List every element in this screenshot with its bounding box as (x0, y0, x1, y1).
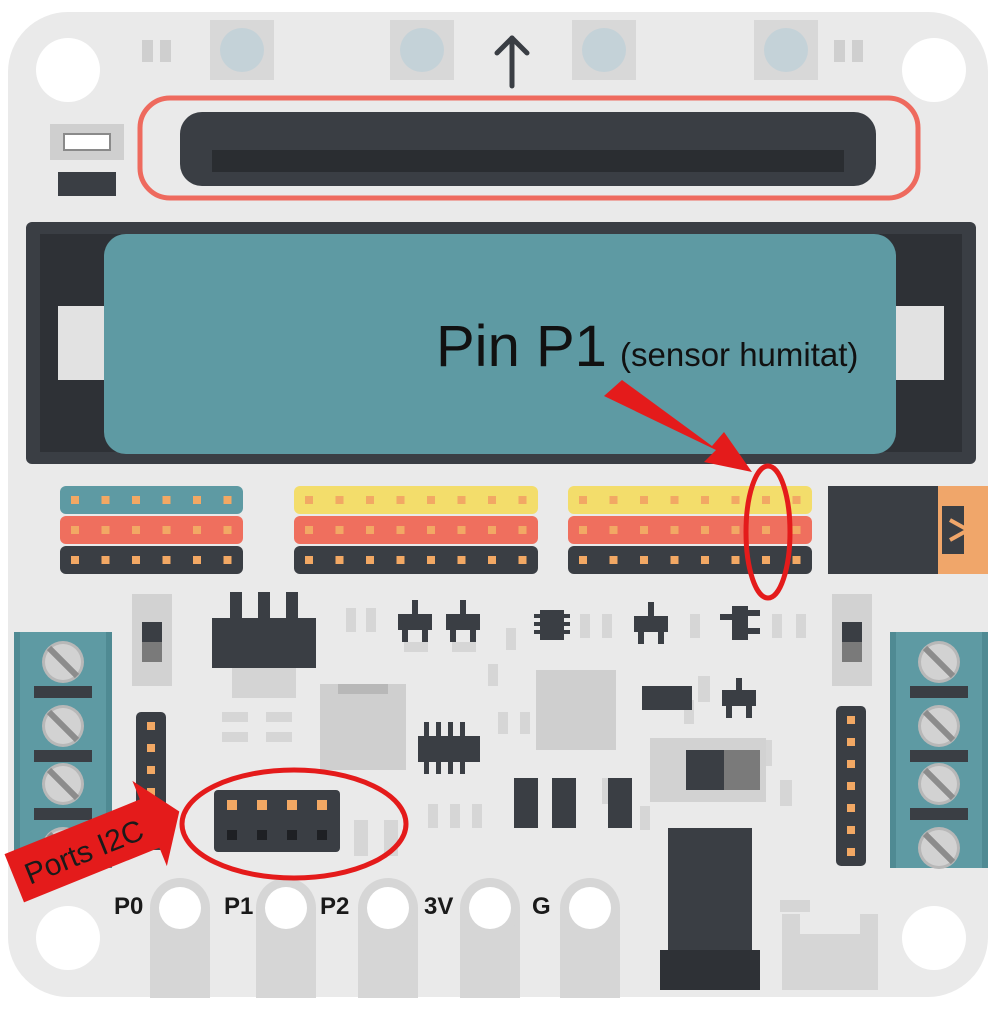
pad-label-p0: P0 (114, 893, 143, 920)
pin-subtitle: (sensor humitat) (620, 336, 858, 373)
pad-label-g: G (532, 893, 551, 920)
dc-jack (660, 828, 760, 990)
screw-terminal-icon (42, 705, 84, 747)
screw-terminal-icon (42, 763, 84, 805)
screw-terminal-icon (918, 763, 960, 805)
pad-label-p2: P2 (320, 893, 349, 920)
inductor (320, 684, 406, 770)
ic-chip (418, 722, 480, 774)
screw-terminal-icon (918, 827, 960, 869)
transistors (398, 600, 760, 718)
screw-terminal-icon (42, 641, 84, 683)
voltage-regulator (212, 592, 316, 698)
battery-holder (26, 222, 976, 464)
right-connector (782, 914, 878, 990)
pin-headers (60, 486, 812, 574)
screw-terminals (14, 632, 988, 869)
header-row-mid-0 (294, 486, 538, 514)
bottom-pad-0 (150, 878, 210, 998)
header-row-right-1 (568, 516, 812, 544)
reset-button (50, 124, 124, 196)
power-switch (650, 738, 766, 802)
header-row-right-2 (568, 546, 812, 574)
header-row-left-2 (60, 546, 243, 574)
i2c-highlight (179, 767, 409, 881)
pin-title: Pin P1 (436, 314, 607, 379)
callout-arrow-icon (604, 380, 752, 472)
screw-terminal-right (890, 632, 988, 869)
header-row-mid-2 (294, 546, 538, 574)
vertical-header-right (836, 706, 866, 866)
header-row-right-0 (568, 486, 812, 514)
bottom-pad-1 (256, 878, 316, 998)
capacitors (514, 778, 632, 828)
top-leds (142, 20, 863, 80)
pin-p1-highlight (743, 463, 793, 601)
bottom-pads (150, 878, 620, 998)
header-row-left-0 (60, 486, 243, 514)
pad-labels: P0 P1 P2 3V G (114, 893, 551, 920)
pad-label-3v: 3V (424, 893, 453, 920)
bottom-pad-2 (358, 878, 418, 998)
right-slide-switch (832, 594, 872, 686)
screw-terminal-icon (918, 705, 960, 747)
i2c-header (214, 790, 340, 852)
bottom-pad-4 (560, 878, 620, 998)
pad-label-p1: P1 (224, 893, 253, 920)
screw-terminal-icon (918, 641, 960, 683)
main-chip (536, 670, 616, 750)
mounting-holes (36, 38, 966, 970)
pin-p1-annotation: Pin P1 (sensor humitat) (436, 314, 858, 601)
up-arrow-icon (494, 35, 530, 89)
header-row-mid-1 (294, 516, 538, 544)
header-row-left-1 (60, 516, 243, 544)
left-slide-switch (132, 594, 172, 686)
screw-terminal-left (14, 632, 112, 869)
small-chip (534, 610, 570, 640)
audio-jack (828, 486, 988, 574)
bottom-pad-3 (460, 878, 520, 998)
edge-connector (137, 95, 921, 201)
